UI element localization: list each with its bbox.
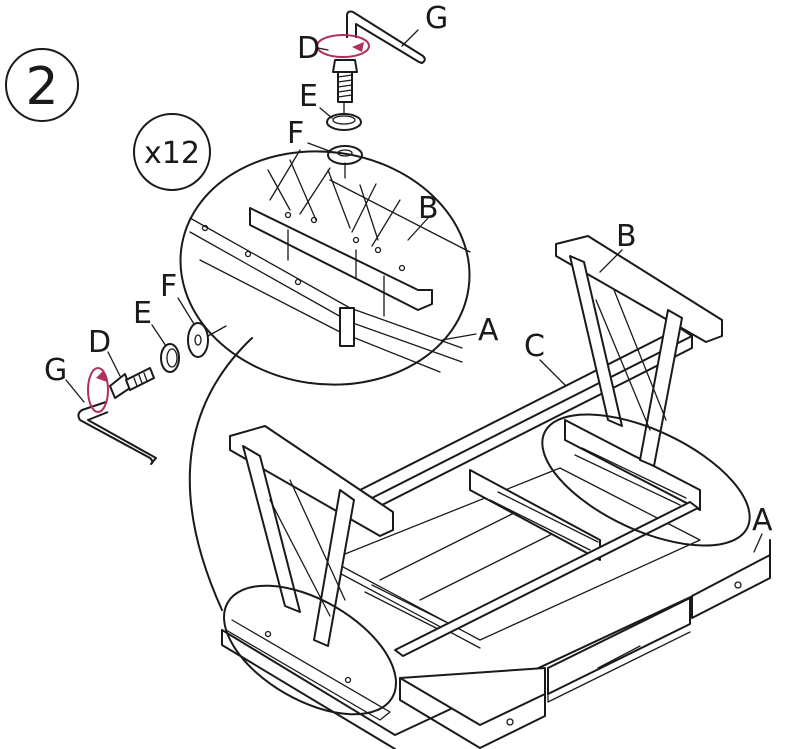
step-number: 2 [25, 57, 58, 117]
quantity-label: x12 [144, 136, 200, 171]
detail-connector [188, 337, 253, 611]
label-b-detail: B [418, 191, 439, 226]
hex-key-top [346, 10, 426, 64]
table-assembly [221, 235, 771, 749]
hex-key-left [77, 401, 157, 465]
quantity-badge: x12 [133, 113, 211, 191]
label-a-main: A [752, 503, 773, 538]
washer-e-left [160, 343, 180, 373]
step-badge: 2 [5, 48, 79, 122]
label-d-left: D [88, 325, 111, 360]
washer-e-top [326, 113, 362, 131]
label-b-main: B [616, 219, 637, 254]
detail-zoom-ellipse [179, 149, 471, 386]
label-g-top: G [425, 1, 448, 36]
label-e-top: E [299, 79, 318, 114]
rotation-arrow-left [87, 367, 109, 413]
label-e-left: E [133, 296, 152, 331]
label-d-top: D [297, 31, 320, 66]
washer-f-top [327, 145, 363, 165]
bolt-top [332, 59, 358, 103]
label-f-left: F [160, 269, 177, 304]
rotation-arrow-top [316, 34, 370, 58]
label-g-left: G [44, 353, 67, 388]
bolt-left [109, 367, 155, 399]
label-a-detail: A [478, 313, 499, 348]
washer-f-left [187, 322, 209, 358]
label-c-main: C [524, 329, 545, 364]
label-f-top: F [287, 116, 304, 151]
